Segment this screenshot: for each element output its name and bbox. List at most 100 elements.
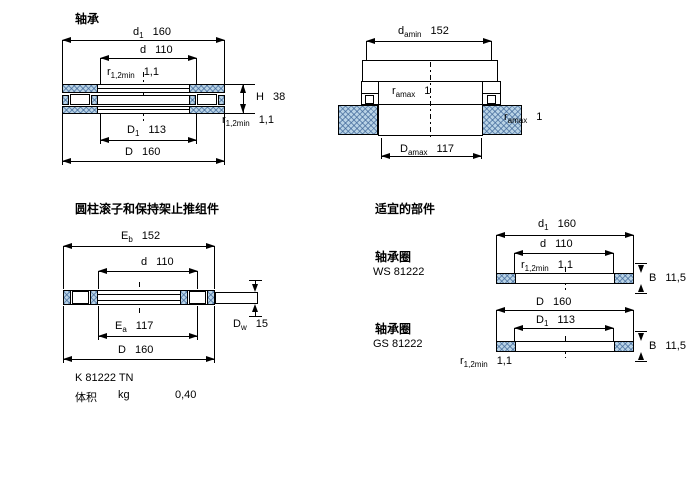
ext-line: [225, 113, 255, 114]
mass-value: 0,40: [175, 389, 197, 401]
arrow-up-icon: [638, 284, 644, 292]
hatch-block: [218, 95, 225, 105]
hatch-block: [62, 84, 98, 93]
ext-line: [63, 246, 64, 289]
ext-line: [214, 306, 215, 363]
assembly-title: 圆柱滚子和保持架止推组件: [75, 202, 220, 216]
hatch-block: [496, 273, 516, 284]
dim-line-D: [63, 356, 215, 362]
dim-line-gs-D1: [514, 325, 614, 331]
cage-band: [98, 95, 189, 105]
bearing-outline: [378, 81, 379, 105]
hatch-block: [614, 341, 634, 352]
hatch-block: [90, 290, 98, 305]
ext-line: [62, 114, 63, 165]
hatch-block: [62, 95, 69, 105]
ext-line: [633, 310, 634, 341]
cage-plate-line: [98, 294, 180, 295]
dim-tick: [635, 293, 647, 294]
parts-title: 适宜的部件: [375, 202, 436, 216]
hatch-block: [496, 341, 516, 352]
hatch-block: [180, 290, 188, 305]
arrow-down-icon: [638, 265, 644, 273]
ext-line: [514, 253, 515, 273]
ext-line: [197, 271, 198, 289]
ext-line: [100, 58, 101, 84]
hatch-block: [63, 290, 71, 305]
dim-line-ws-d: [514, 250, 614, 256]
hatch-block: [189, 84, 225, 93]
dim-tick: [255, 280, 256, 285]
dim-line-D1: [100, 137, 197, 143]
ext-line: [481, 138, 482, 159]
bearing-outline: [361, 81, 501, 105]
arrow-down-icon: [252, 284, 258, 292]
bearing-outline: [361, 93, 378, 94]
bearing-title: 轴承: [75, 12, 100, 26]
dim-line-d: [98, 268, 198, 274]
dim-line-Eb: [63, 243, 215, 249]
mass-label: 体积: [75, 392, 97, 404]
ext-line: [224, 40, 225, 84]
ext-line: [496, 235, 497, 273]
section-line: [98, 88, 189, 89]
roller-section: [197, 94, 217, 105]
part-gs-label: 轴承圈: [375, 322, 412, 336]
ext-line: [491, 41, 492, 60]
part-gs-code: GS 81222: [373, 338, 423, 350]
housing-shoulder-hatch: [338, 105, 378, 135]
roller-section: [189, 291, 206, 304]
ext-line: [613, 253, 614, 273]
shaft-line: [497, 60, 498, 81]
ext-line: [633, 235, 634, 273]
dim-tick: [249, 316, 262, 317]
ext-line: [98, 271, 99, 289]
roller-outline: [487, 95, 496, 104]
hatch-block: [62, 106, 98, 114]
dim-line-Ea: [98, 333, 198, 339]
ext-line: [196, 114, 197, 144]
ext-line: [197, 306, 198, 340]
dim-tick: [635, 263, 647, 264]
arrow-up-icon: [638, 352, 644, 360]
cage-plate-line: [98, 300, 180, 301]
dim-tick: [255, 312, 256, 317]
roller-section: [70, 94, 90, 105]
dim-line-Damax: [381, 153, 482, 159]
roller-protrusion: [215, 292, 258, 304]
bearing-outline: [482, 93, 501, 94]
arrow-up-icon: [252, 304, 258, 312]
part-ws-label: 轴承圈: [375, 250, 412, 264]
hatch-block: [189, 95, 196, 105]
dim-line-damin: [366, 38, 492, 44]
section-line: [98, 109, 189, 110]
ext-line: [366, 41, 367, 60]
ext-line: [381, 138, 382, 159]
ext-line: [62, 40, 63, 84]
part-ws-code: WS 81222: [373, 266, 425, 278]
dim-line-d1: [62, 37, 225, 43]
bearing-outline: [378, 105, 379, 135]
ext-line: [514, 328, 515, 341]
center-line: [430, 62, 431, 140]
dim-line-ws-d1: [496, 232, 634, 238]
